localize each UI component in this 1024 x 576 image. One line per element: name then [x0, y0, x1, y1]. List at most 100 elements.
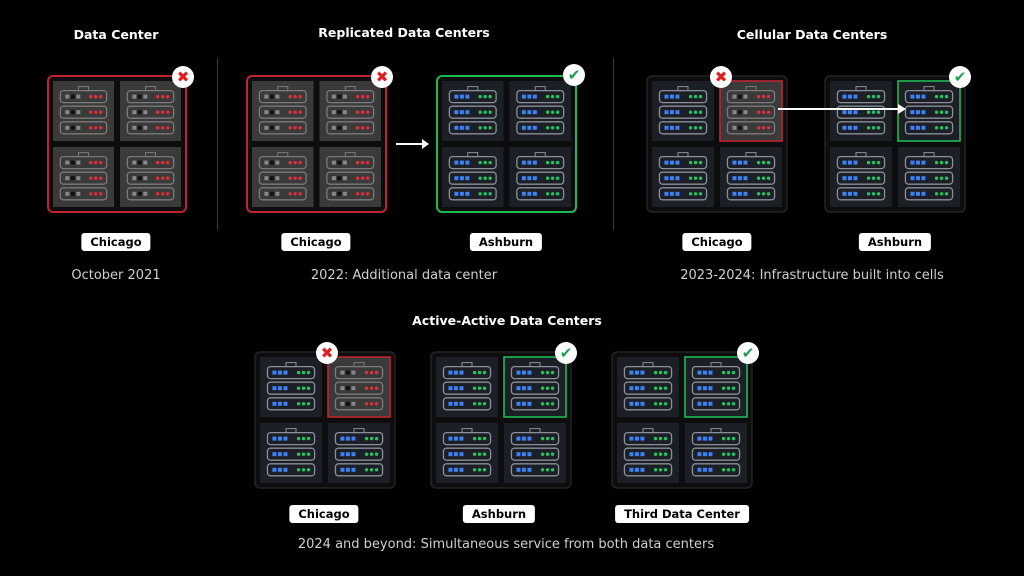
server-icon: [726, 187, 776, 201]
site-label-third: Third Data Center: [615, 505, 749, 523]
divider-left: [217, 58, 218, 230]
caption-replicated: 2022: Additional data center: [310, 268, 498, 283]
server-icon: [258, 171, 307, 185]
server-icon: [904, 187, 954, 201]
heading-active-active: Active-Active Data Centers: [412, 313, 602, 328]
server-icon: [448, 105, 497, 119]
server-icon: [258, 187, 307, 201]
divider-right: [613, 58, 614, 230]
site-label-chicago: Chicago: [289, 505, 359, 523]
server-icon: [442, 381, 492, 395]
dc-replicated-ashburn: [436, 75, 577, 213]
site-label-ashburn: Ashburn: [469, 233, 543, 251]
check-mark-icon: ✔: [737, 342, 759, 364]
heading-data-center: Data Center: [73, 27, 159, 42]
server-icon: [59, 105, 108, 119]
server-icon: [658, 187, 708, 201]
x-mark-icon: ✖: [371, 66, 393, 88]
server-icon: [836, 105, 886, 119]
server-icon: [126, 171, 175, 185]
server-icon: [126, 121, 175, 135]
server-icon: [510, 447, 560, 461]
site-label-chicago: Chicago: [682, 233, 752, 251]
check-mark-icon: ✔: [555, 342, 577, 364]
check-mark-icon: ✔: [949, 66, 971, 88]
server-icon: [516, 187, 565, 201]
server-icon: [904, 171, 954, 185]
server-icon: [266, 381, 316, 395]
server-icon: [623, 463, 673, 477]
dc-replicated-chicago: [246, 75, 387, 213]
server-icon: [266, 397, 316, 411]
site-label-ashburn: Ashburn: [462, 505, 536, 523]
server-icon: [726, 105, 776, 119]
server-icon: [442, 447, 492, 461]
caption-single: October 2021: [71, 268, 161, 283]
server-icon: [258, 121, 307, 135]
server-icon: [326, 171, 375, 185]
server-icon: [326, 105, 375, 119]
server-icon: [266, 447, 316, 461]
dc-cellular-ashburn: [824, 75, 966, 213]
server-icon: [691, 463, 741, 477]
failover-arrow-icon: [396, 139, 429, 149]
heading-replicated: Replicated Data Centers: [318, 25, 490, 40]
server-icon: [266, 463, 316, 477]
dc-cellular-chicago: [646, 75, 788, 213]
server-icon: [726, 121, 776, 135]
heading-cellular: Cellular Data Centers: [736, 27, 888, 42]
server-icon: [126, 187, 175, 201]
server-icon: [623, 397, 673, 411]
server-icon: [516, 121, 565, 135]
server-icon: [726, 171, 776, 185]
server-icon: [510, 397, 560, 411]
server-icon: [658, 121, 708, 135]
server-icon: [442, 397, 492, 411]
server-icon: [126, 105, 175, 119]
caption-cellular: 2023-2024: Infrastructure built into cel…: [680, 268, 944, 283]
server-icon: [448, 121, 497, 135]
server-icon: [326, 121, 375, 135]
dc-active-third: [611, 351, 753, 489]
server-icon: [334, 381, 384, 395]
server-icon: [658, 171, 708, 185]
check-mark-icon: ✔: [563, 64, 585, 86]
dc-active-ashburn: [430, 351, 572, 489]
site-label-chicago: Chicago: [81, 233, 151, 251]
site-label-chicago: Chicago: [281, 233, 351, 251]
server-icon: [516, 105, 565, 119]
dc-active-chicago: [254, 351, 396, 489]
server-icon: [623, 381, 673, 395]
server-icon: [442, 463, 492, 477]
server-icon: [510, 463, 560, 477]
site-label-ashburn: Ashburn: [858, 233, 932, 251]
server-icon: [448, 187, 497, 201]
dc-single-chicago: [47, 75, 187, 213]
server-icon: [448, 171, 497, 185]
server-icon: [691, 381, 741, 395]
x-mark-icon: ✖: [316, 342, 338, 364]
server-icon: [258, 105, 307, 119]
server-icon: [510, 381, 560, 395]
server-icon: [59, 121, 108, 135]
server-icon: [59, 171, 108, 185]
server-icon: [904, 121, 954, 135]
server-icon: [904, 105, 954, 119]
server-icon: [334, 463, 384, 477]
caption-active-active: 2024 and beyond: Simultaneous service fr…: [297, 537, 715, 552]
server-icon: [836, 187, 886, 201]
server-icon: [836, 121, 886, 135]
server-icon: [334, 447, 384, 461]
server-icon: [691, 397, 741, 411]
server-icon: [516, 171, 565, 185]
server-icon: [326, 187, 375, 201]
server-icon: [658, 105, 708, 119]
cell-failover-arrow-icon: [778, 104, 906, 114]
server-icon: [334, 397, 384, 411]
server-icon: [691, 447, 741, 461]
x-mark-icon: ✖: [710, 66, 732, 88]
server-icon: [836, 171, 886, 185]
server-icon: [59, 187, 108, 201]
server-icon: [623, 447, 673, 461]
x-mark-icon: ✖: [172, 66, 194, 88]
